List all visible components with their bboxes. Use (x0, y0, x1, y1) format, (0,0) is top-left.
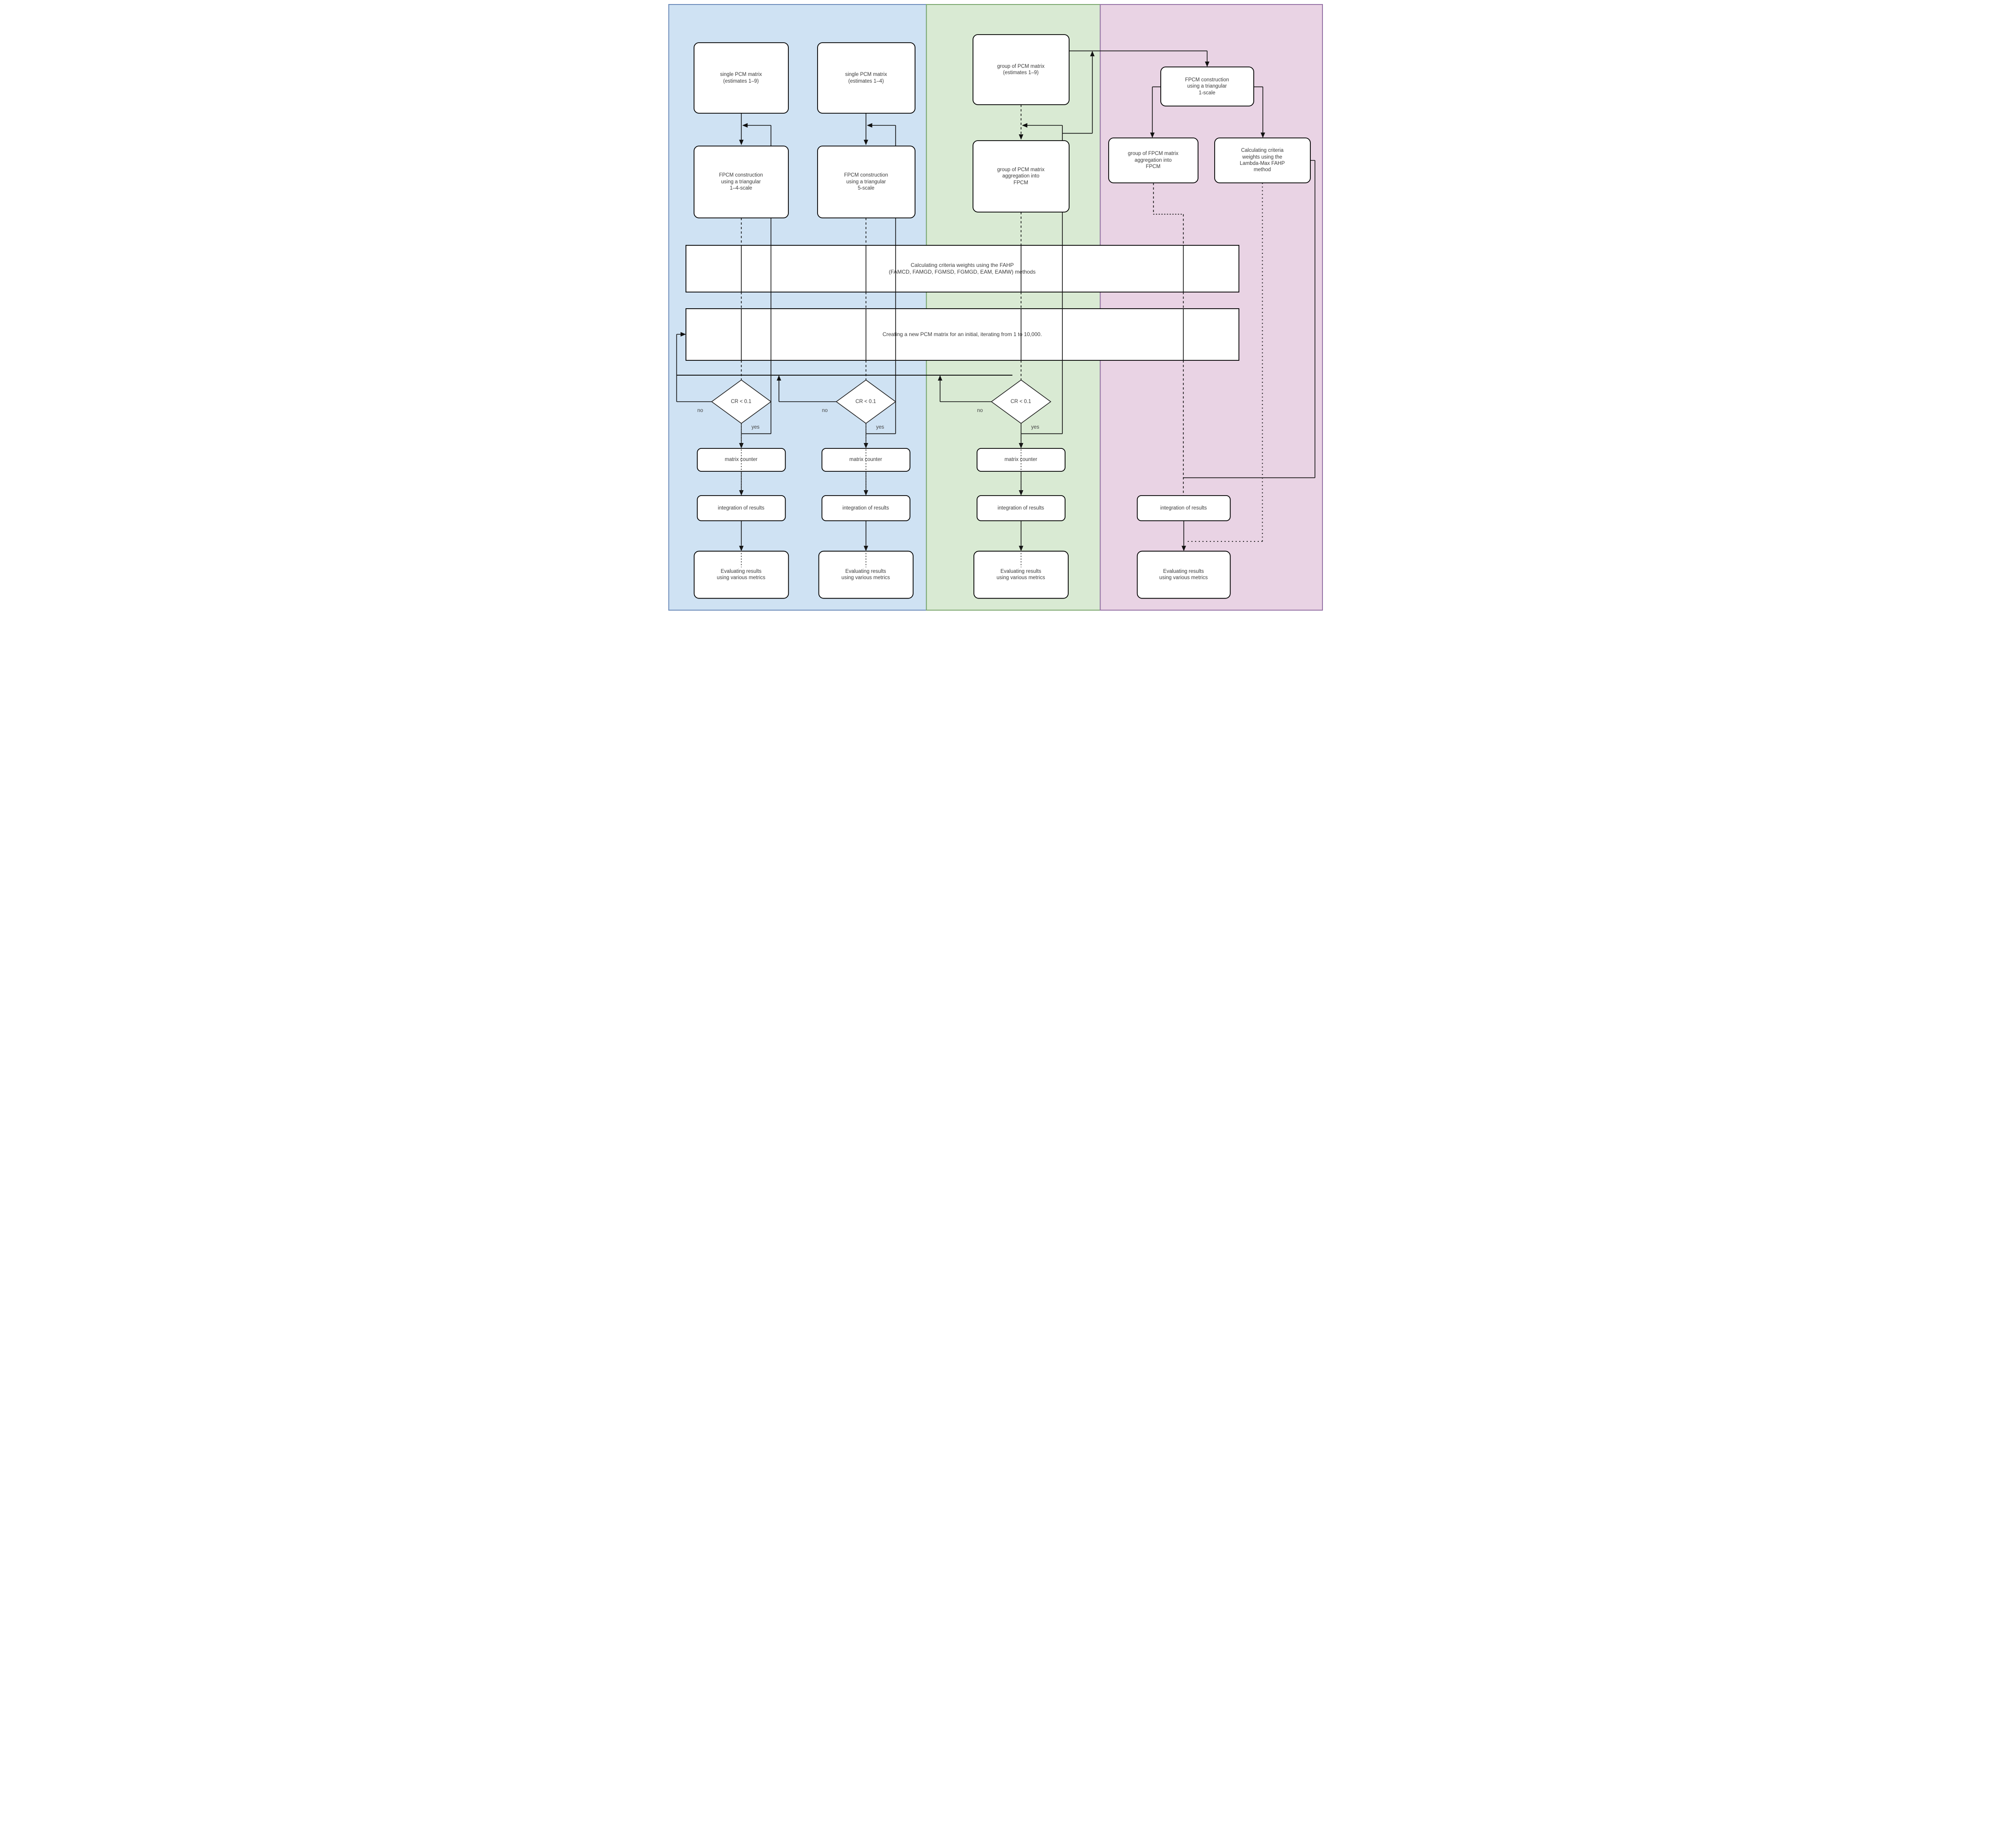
arrow-into-new-pcm (680, 332, 686, 337)
arrow-into-p1 (1204, 62, 1209, 67)
fahp-methods-box (685, 245, 1239, 292)
edges (676, 50, 1315, 546)
arrow-no2-up (776, 375, 781, 381)
arrow-into-b3 (1018, 134, 1023, 140)
arrow-feedback-1 (742, 123, 747, 128)
decision-diamond-3 (991, 379, 1051, 424)
arrow-feedback-2 (867, 123, 872, 128)
new-pcm-box (685, 308, 1239, 361)
integration-3-box (976, 495, 1066, 521)
evaluation-3-box (973, 550, 1069, 599)
arrow-into-counter1 (739, 443, 743, 448)
matrix-counter-3-box (976, 448, 1066, 472)
wide-boxes (685, 245, 1239, 361)
integration-2-box (821, 495, 911, 521)
edge-p3-right-loop (1183, 160, 1315, 479)
node-boxes (693, 34, 1311, 599)
edge-group-feedback-up (1062, 56, 1092, 134)
group-fpcm-aggregation-box (1108, 137, 1198, 183)
arrow-into-counter2 (863, 443, 868, 448)
flowchart-canvas: single PCM matrix (estimates 1–9) single… (663, 0, 1327, 616)
integration-1-box (696, 495, 786, 521)
arrow-into-p3 (1260, 133, 1265, 138)
edge-p1-to-p3 (1253, 86, 1263, 133)
matrix-counter-2-box (821, 448, 911, 472)
decision-diamonds (711, 379, 1051, 424)
edge-a3-to-p1 (1069, 50, 1207, 62)
matrix-counter-1-box (696, 448, 786, 472)
dotted-overlays (741, 425, 1022, 567)
edge-p1-to-p2 (1152, 86, 1161, 133)
lambda-max-box (1214, 137, 1311, 183)
arrow-feedback-3 (1022, 123, 1027, 128)
decision-diamond-1 (711, 379, 772, 424)
arrow-group-feedback-up (1090, 51, 1095, 57)
edge-p3-dotted (1186, 183, 1263, 542)
arrow-into-int1 (739, 490, 743, 496)
fpcm-1-4-scale-box (693, 146, 789, 218)
decision-diamond-2 (835, 379, 896, 424)
arrow-into-p2 (1150, 133, 1154, 138)
single-pcm-1-4-box (817, 42, 915, 114)
integration-4-box (1137, 495, 1231, 521)
edge-no-1-return (676, 334, 712, 402)
group-pcm-aggregation-box (972, 140, 1070, 213)
arrow-into-eval4 (1181, 545, 1186, 551)
arrow-into-counter3 (1018, 443, 1023, 448)
edge-no-3-return (939, 381, 991, 402)
evaluation-1-box (693, 550, 789, 599)
arrow-into-int3 (1018, 490, 1023, 496)
edge-no-2-return (778, 381, 836, 402)
evaluation-2-box (818, 550, 914, 599)
arrow-into-b1 (739, 140, 743, 145)
flowchart-shapes (668, 4, 1323, 611)
fpcm-1-scale-box (1160, 66, 1254, 106)
arrow-no3-up (938, 375, 942, 381)
fpcm-5-scale-box (817, 146, 915, 218)
single-pcm-1-9-box (693, 42, 789, 114)
evaluation-4-box (1137, 550, 1231, 599)
arrow-into-b2 (863, 140, 868, 145)
group-pcm-1-9-box (972, 34, 1070, 105)
arrow-into-int2 (863, 490, 868, 496)
